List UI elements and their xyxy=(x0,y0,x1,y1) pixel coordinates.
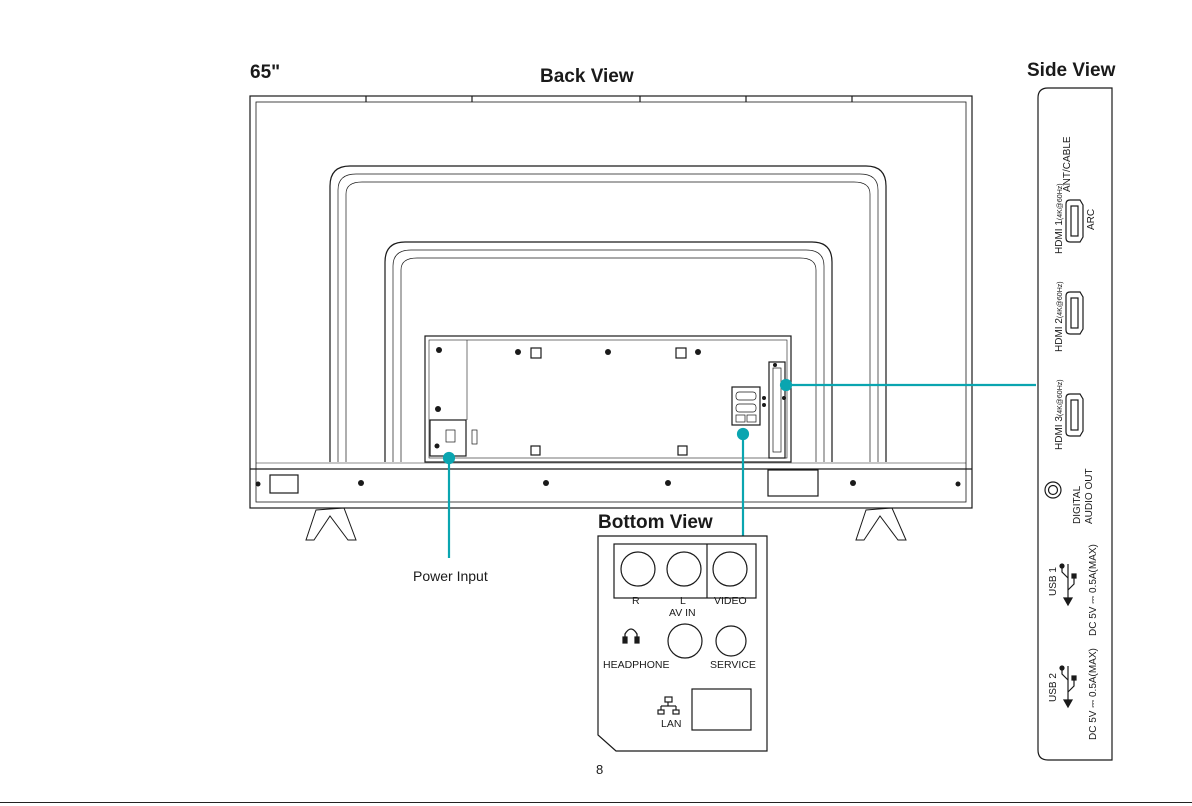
tv-outer-frame xyxy=(250,96,972,508)
label-usb2-spec: DC 5V ⎓ 0.5A(MAX) xyxy=(1088,648,1099,740)
port-video xyxy=(713,552,747,586)
label-arc: ARC xyxy=(1086,209,1097,230)
label-hdmi2: HDMI 2(4K@60Hz) xyxy=(1054,281,1065,352)
label-usb2: USB 2 xyxy=(1048,673,1059,702)
port-r xyxy=(621,552,655,586)
label-audio-out: AUDIO OUT xyxy=(1084,468,1095,524)
side-view-panel xyxy=(1038,88,1112,760)
page-number: 8 xyxy=(596,762,603,777)
side-port-strip xyxy=(769,362,785,458)
bottom-rule xyxy=(0,802,1192,803)
label-lan: LAN xyxy=(661,718,681,730)
port-service xyxy=(716,626,746,656)
label-digital: DIGITAL xyxy=(1072,485,1083,524)
port-lan xyxy=(692,689,751,730)
power-input-box xyxy=(430,420,466,456)
usb2-symbol xyxy=(1060,666,1076,707)
port-headphone xyxy=(668,624,702,658)
port-l xyxy=(667,552,701,586)
label-service: SERVICE xyxy=(710,659,756,671)
label-usb1: USB 1 xyxy=(1048,567,1059,596)
label-usb1-spec: DC 5V ⎓ 0.5A(MAX) xyxy=(1088,544,1099,636)
label-hdmi1: HDMI 1(4K@60Hz) xyxy=(1054,183,1065,254)
label-l: L xyxy=(680,595,686,607)
label-r: R xyxy=(632,595,640,607)
label-hdmi3: HDMI 3(4K@60Hz) xyxy=(1054,379,1065,450)
usb1-symbol xyxy=(1060,564,1076,605)
digital-audio-out-port xyxy=(1045,482,1061,498)
label-video: VIDEO xyxy=(714,595,747,607)
label-headphone: HEADPHONE xyxy=(603,659,670,671)
label-av-in: AV IN xyxy=(669,607,696,619)
bottom-view-panel xyxy=(598,536,767,751)
